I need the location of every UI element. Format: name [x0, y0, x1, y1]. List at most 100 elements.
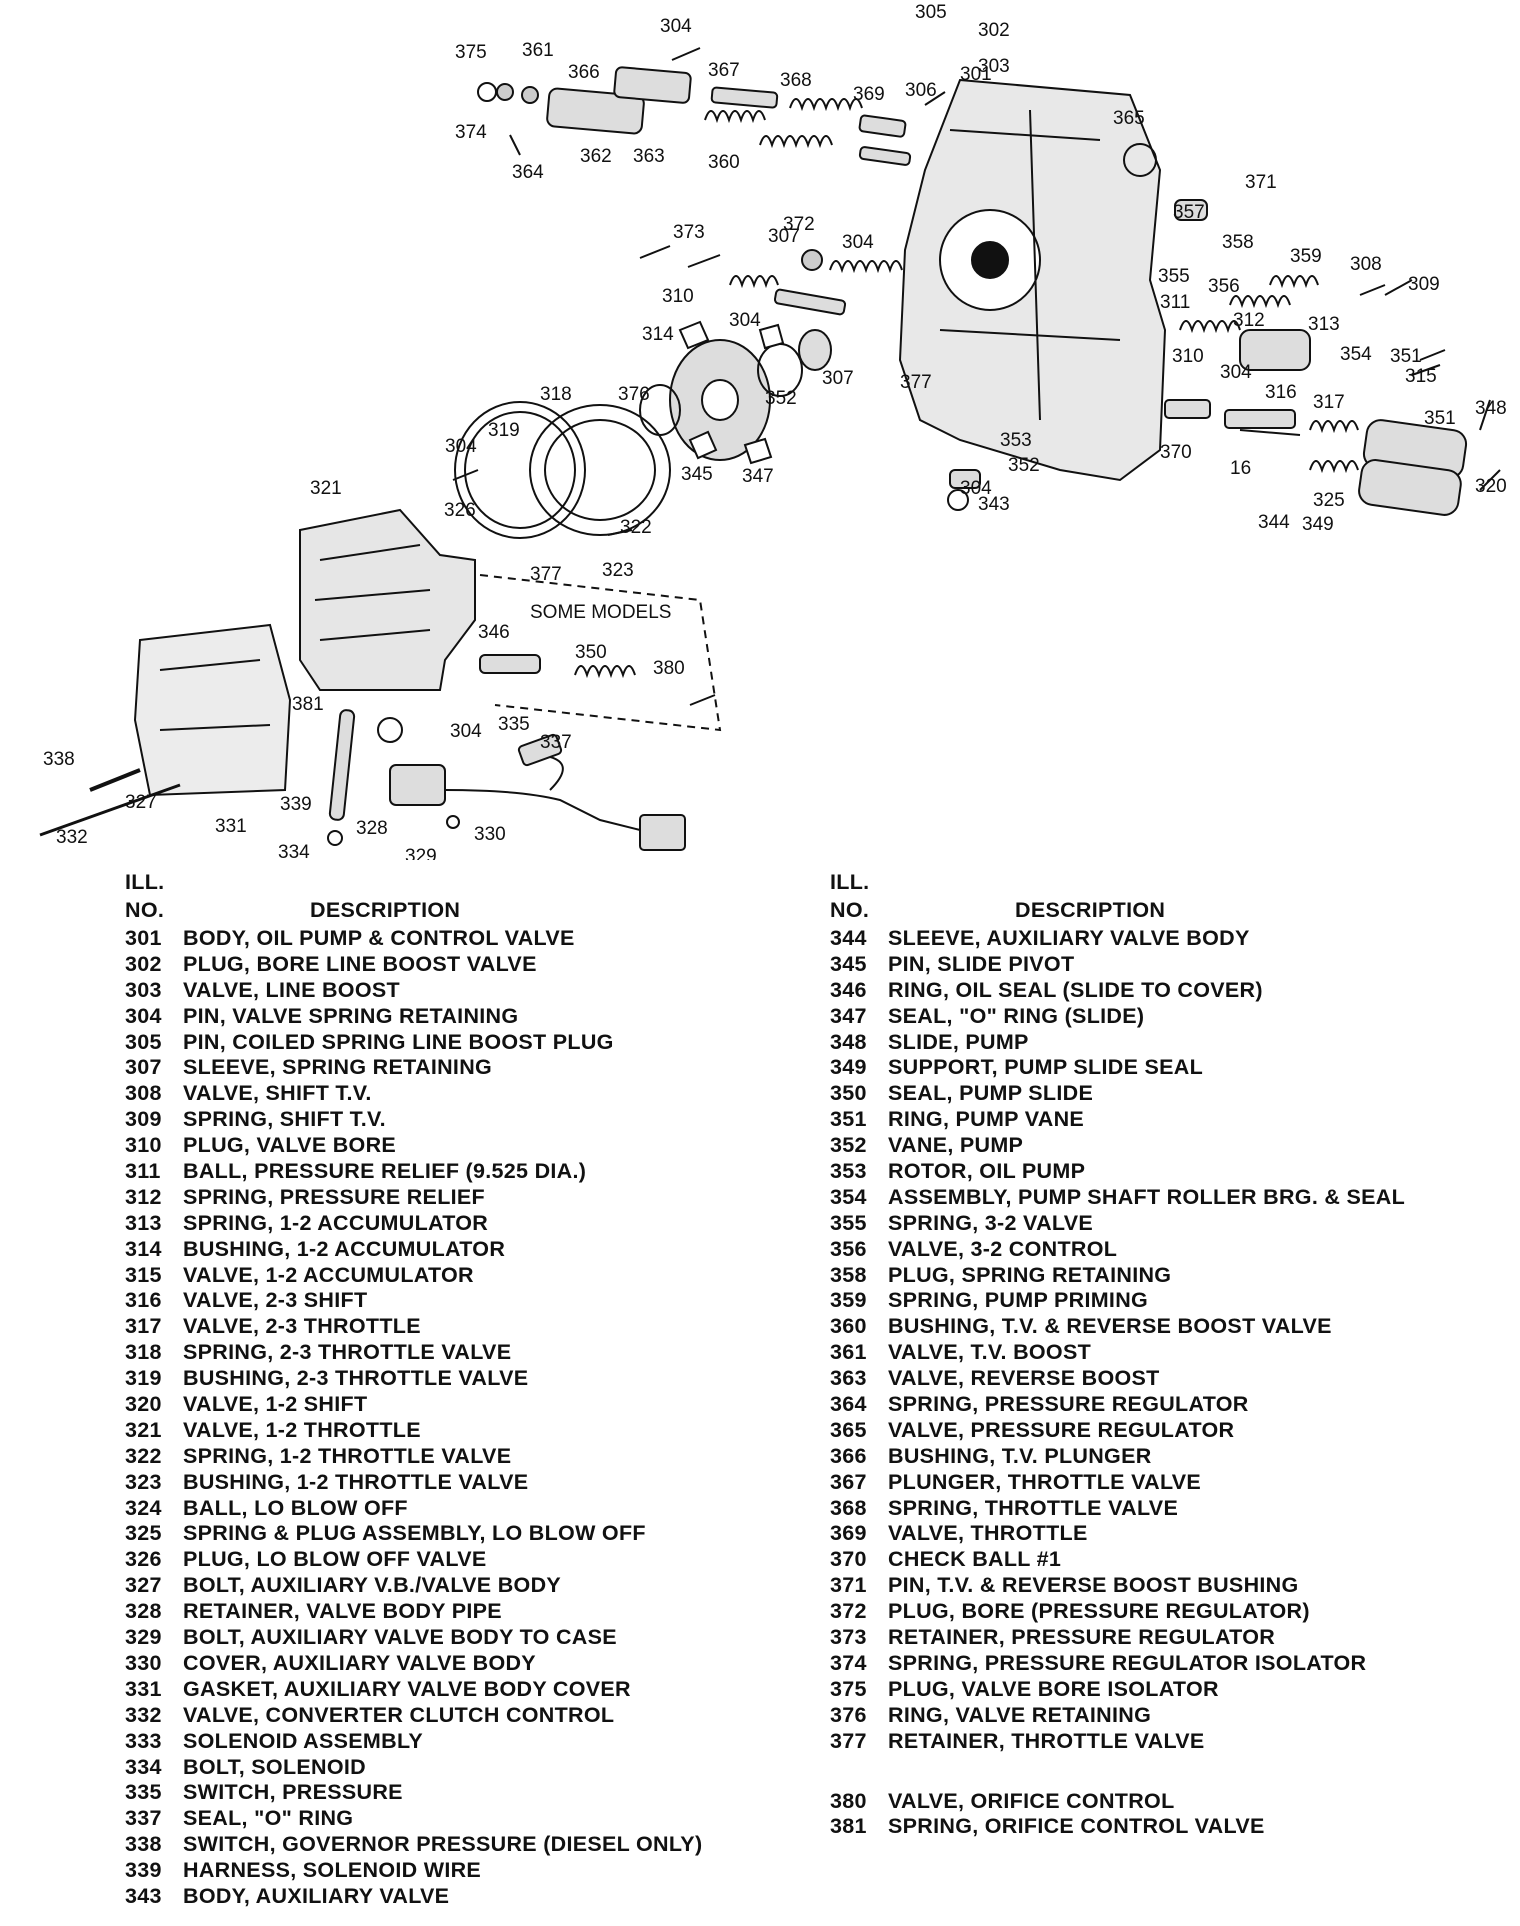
part-description: SWITCH, GOVERNOR PRESSURE (DIESEL ONLY) — [183, 1832, 703, 1857]
part-number: 365 — [830, 1417, 867, 1442]
part-number: 376 — [830, 1702, 867, 1727]
callout-number: 308 — [1350, 254, 1382, 275]
part-number: 351 — [830, 1107, 867, 1132]
part-description: SPRING, 1-2 THROTTLE VALVE — [183, 1443, 512, 1468]
callout-number: 328 — [356, 818, 388, 839]
callout-number: 374 — [455, 122, 487, 143]
callout-number: 352 — [1008, 455, 1040, 476]
part-description: PLUG, BORE (PRESSURE REGULATOR) — [888, 1599, 1310, 1624]
part-number: 363 — [830, 1366, 867, 1391]
callout-number: 319 — [488, 420, 520, 441]
callout-number: 304 — [660, 16, 692, 37]
callout-number: 307 — [822, 368, 854, 389]
callout-number: 352 — [765, 388, 797, 409]
callout-number: 348 — [1475, 398, 1507, 419]
callout-number: 323 — [602, 560, 634, 581]
some-models-note: SOME MODELS — [530, 602, 671, 623]
part-description: VALVE, ORIFICE CONTROL — [888, 1788, 1175, 1813]
part-number: 303 — [125, 977, 162, 1002]
header-no: NO. — [830, 898, 870, 922]
callout-number: 313 — [1308, 314, 1340, 335]
part-description: RING, OIL SEAL (SLIDE TO COVER) — [888, 977, 1263, 1002]
callout-number: 16 — [1230, 458, 1251, 479]
part-description: SEAL, "O" RING (SLIDE) — [888, 1003, 1145, 1028]
part-description: COVER, AUXILIARY VALVE BODY — [183, 1650, 536, 1675]
callout-number: 321 — [310, 478, 342, 499]
part-description: VALVE, THROTTLE — [888, 1521, 1088, 1546]
header-ill: ILL. — [125, 870, 165, 894]
callout-number: 325 — [1313, 490, 1345, 511]
part-number: 334 — [125, 1754, 162, 1779]
part-number: 309 — [125, 1107, 162, 1132]
part-description: RETAINER, THROTTLE VALVE — [888, 1728, 1205, 1753]
part-description: SEAL, "O" RING — [183, 1806, 354, 1831]
callout-number: 376 — [618, 384, 650, 405]
part-number: 347 — [830, 1003, 867, 1028]
callout-number: 343 — [978, 494, 1010, 515]
part-description: SPRING, PRESSURE REGULATOR ISOLATOR — [888, 1650, 1367, 1675]
part-description: SLIDE, PUMP — [888, 1029, 1029, 1054]
part-description: SUPPORT, PUMP SLIDE SEAL — [888, 1055, 1204, 1080]
part-description: SPRING & PLUG ASSEMBLY, LO BLOW OFF — [183, 1521, 646, 1546]
part-number: 327 — [125, 1573, 162, 1598]
part-row: 346 RING, OIL SEAL (SLIDE TO COVER) — [830, 978, 1510, 1004]
part-number: 381 — [830, 1814, 867, 1839]
part-description: SPRING, PUMP PRIMING — [888, 1288, 1149, 1313]
callout-number: 344 — [1258, 512, 1290, 533]
part-number: 310 — [125, 1133, 162, 1158]
part-number: 307 — [125, 1055, 162, 1080]
callout-number: 306 — [905, 80, 937, 101]
part-description: BODY, AUXILIARY VALVE — [183, 1883, 450, 1908]
callout-number: 322 — [620, 517, 652, 538]
part-description: BUSHING, T.V. PLUNGER — [888, 1443, 1152, 1468]
callout-number: 331 — [215, 816, 247, 837]
part-description: SLEEVE, SPRING RETAINING — [183, 1055, 493, 1080]
part-description: VALVE, 2-3 THROTTLE — [183, 1314, 421, 1339]
callout-number: 309 — [1408, 274, 1440, 295]
part-row: 347 SEAL, "O" RING (SLIDE) — [830, 1004, 1510, 1030]
part-number: 377 — [830, 1728, 867, 1753]
part-description: SPRING, 3-2 VALVE — [888, 1210, 1094, 1235]
callout-number: 304 — [729, 310, 761, 331]
part-number: 311 — [125, 1159, 161, 1184]
part-description: HARNESS, SOLENOID WIRE — [183, 1858, 482, 1883]
part-description: SEAL, PUMP SLIDE — [888, 1081, 1094, 1106]
part-number: 324 — [125, 1495, 162, 1520]
callout-number: 363 — [633, 146, 665, 167]
callout-number: 304 — [960, 478, 992, 499]
part-description: GASKET, AUXILIARY VALVE BODY COVER — [183, 1676, 631, 1701]
part-description: SPRING, THROTTLE VALVE — [888, 1495, 1179, 1520]
part-number: 332 — [125, 1702, 162, 1727]
part-number: 346 — [830, 977, 867, 1002]
part-description: BALL, LO BLOW OFF — [183, 1495, 408, 1520]
callout-number: 359 — [1290, 246, 1322, 267]
callout-number: 312 — [1233, 310, 1265, 331]
callout-number: 303 — [978, 56, 1010, 77]
part-number: 304 — [125, 1003, 162, 1028]
part-number: 320 — [125, 1392, 162, 1417]
